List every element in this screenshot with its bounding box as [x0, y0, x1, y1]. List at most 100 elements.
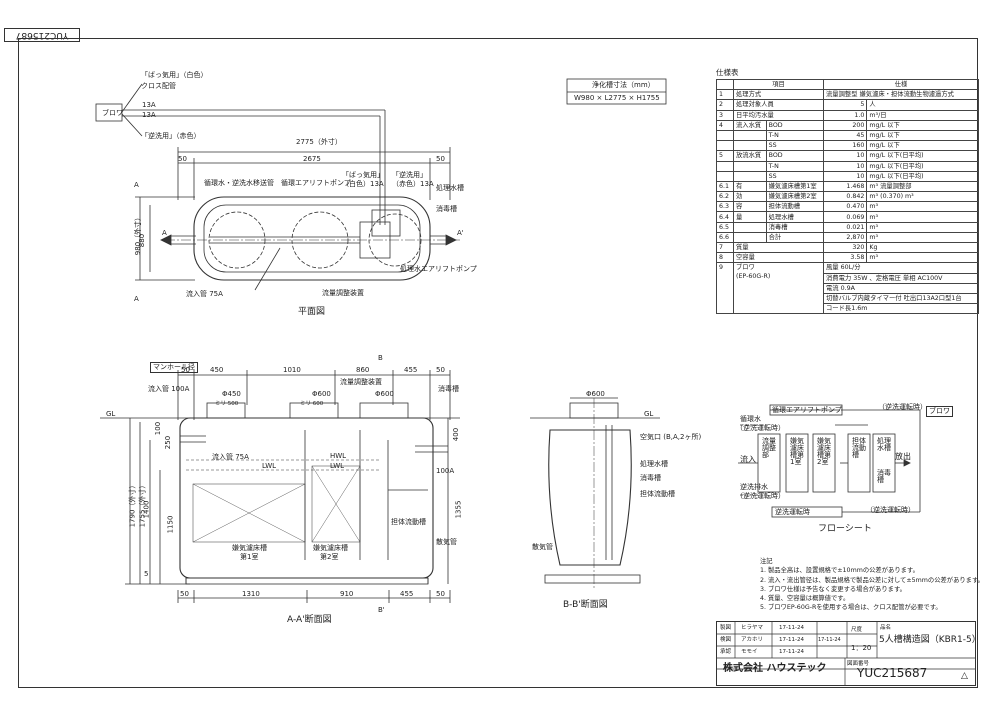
spec-cell: 0.842	[822, 191, 868, 203]
spec-cell: 容	[733, 201, 767, 213]
spec-cell: 合計	[765, 231, 825, 244]
tb-scale: 1：20	[851, 644, 872, 652]
bb-disinfect: 消毒槽	[640, 474, 661, 482]
spec-cell: 処理方式	[733, 89, 824, 101]
flow-box-1: 流量調整部	[762, 437, 776, 459]
aa-lwl-1: LWL	[262, 462, 277, 470]
spec-cell: 320	[822, 241, 868, 254]
plan-title: 平面図	[298, 307, 326, 317]
tb-role-1: 製図	[720, 625, 732, 631]
note-line: 2. 流入・流出管径は、製品規格で製品公差に対して±5mmの公差があります。	[760, 576, 984, 584]
tb-name-2: アカホリ	[741, 637, 764, 643]
spec-cell: m³	[866, 211, 979, 223]
spec-cell: 160	[822, 140, 868, 152]
spec-cell: 45	[822, 129, 868, 142]
spec-cell: 9	[716, 262, 734, 315]
plan-13a-label-2: 13A	[142, 111, 156, 119]
spec-cell: 嫌気濾床槽第2室	[765, 191, 825, 203]
plan-disinfect-tank: 消毒槽	[436, 205, 457, 213]
bb-air-gap: 空気口 (B,A,2ヶ所)	[640, 433, 702, 441]
aa-carrier: 担体流動槽	[391, 518, 426, 526]
spec-cell: 有	[733, 180, 767, 193]
drawing-frame	[18, 38, 978, 688]
section-bb-view	[530, 397, 660, 590]
spec-cell: 10	[822, 150, 868, 162]
plan-circ-pipe-label: 循環水・逆洗水移送管	[204, 179, 274, 187]
aa-lwl-2: LWL	[330, 462, 345, 470]
spec-row-blower: 9 ブロワ(EP-60G-R) 風量 60L/分	[716, 262, 979, 315]
tb-scale-label: 尺度	[851, 627, 863, 633]
spec-row: T-N 10 mg/L 以下(日平均)	[716, 160, 979, 172]
spec-cell: m³	[866, 252, 979, 264]
spec-row: SS 10 mg/L 以下(日平均)	[716, 170, 979, 182]
spec-cell: 0.470	[822, 201, 868, 213]
aa-phi600-c: Φ600	[375, 390, 394, 398]
spec-title: 仕様表	[716, 68, 739, 77]
plan-dim-inner-height: 880	[138, 233, 147, 248]
bb-gl: GL	[644, 410, 654, 418]
spec-cell: 2	[716, 99, 734, 111]
spec-cell: 6.1	[716, 180, 734, 193]
plan-13a-label-1: 13A	[142, 101, 156, 109]
plan-blower-label: ブロワ	[102, 109, 123, 117]
notes-title: 注記	[760, 558, 773, 565]
revision-triangle-icon: △	[961, 671, 968, 681]
flow-box-3: 嫌気濾床槽第2室	[817, 437, 831, 466]
spec-cell: 担体流動槽	[765, 201, 825, 213]
spec-cell: 風量 60L/分	[823, 262, 979, 274]
aa-anaerobic-1: 嫌気濾床槽	[232, 544, 267, 552]
aa-dim-top-5: 455	[404, 366, 418, 374]
spec-cell: 200	[822, 119, 868, 131]
aa-dim-left-3: 1790（外寸）	[128, 481, 137, 528]
aa-outlet: 100A	[436, 467, 455, 475]
tb-name-3: モモイ	[741, 649, 758, 655]
flow-sheet-title: フローシート	[818, 524, 872, 534]
spec-cell: m³/日	[866, 109, 979, 121]
aa-dim-bottom-4: 455	[400, 590, 414, 598]
plan-return-label: 「逆洗用」（赤色）	[141, 132, 201, 140]
plan-cross-pipe-label: クロス配管	[141, 82, 176, 90]
spec-cell: mg/L 以下(日平均)	[866, 170, 979, 182]
flow-blower: ブロワ	[926, 406, 953, 417]
aa-dim-bottom-2: 1310	[242, 590, 260, 598]
flow-return-pipe: （逆洗運転時）	[878, 403, 927, 411]
spec-row: 8 空容量 3.58 m³	[716, 252, 979, 264]
aa-dim-left-6: 1150	[166, 515, 175, 534]
spec-cell: SS	[765, 170, 825, 182]
bb-drain: 散気管	[532, 543, 553, 551]
tb-date-1: 17-11-24	[779, 625, 804, 631]
size-box-heading: 浄化槽寸法（mm）	[592, 81, 655, 89]
spec-cell: mg/L 以下	[866, 140, 979, 152]
spec-row: 2 処理対象人員 5 人	[716, 99, 979, 111]
tb-product: 5人槽構造図（KBR1-5）	[879, 635, 981, 645]
spec-row: 6.1 有 嫌気濾床槽第1室 1.468 m³ 流量調整部	[716, 180, 979, 193]
spec-row: 6.6 合計 2,870 m³	[716, 231, 979, 244]
plan-section-a: A	[162, 229, 167, 237]
spec-cell: 10	[822, 160, 868, 172]
spec-row: 1 処理方式 流量調整型 嫌気濾床・担体流動生物濾過方式	[716, 89, 979, 101]
spec-cell: 2,870	[822, 231, 868, 244]
spec-blower-item: ブロワ	[736, 264, 755, 272]
aa-dim-right-1: 400	[452, 427, 461, 442]
spec-row: 6.3 容 担体流動槽 0.470 m³	[716, 201, 979, 213]
tb-date-2: 17-11-24	[779, 637, 804, 643]
aa-dim-top-1: 50	[181, 366, 190, 374]
aa-dim-top-2: 450	[210, 366, 224, 374]
spec-cell: 10	[822, 170, 868, 182]
plan-inlet-pipe: 流入管 75A	[186, 290, 223, 298]
aa-hwl: HWL	[330, 452, 347, 460]
spec-cell: 1	[716, 89, 734, 101]
spec-header-item: 項目	[733, 78, 824, 91]
spec-cell: 3	[716, 109, 734, 121]
spec-cell: mg/L 以下	[866, 129, 979, 142]
tb-doc-label: 図面番号	[847, 661, 870, 667]
aa-dim-top-4: 860	[356, 366, 370, 374]
aa-dim-bottom-1: 50	[180, 590, 189, 598]
spec-cell: mg/L 以下	[866, 119, 979, 131]
spec-row: 6.2 効 嫌気濾床槽第2室 0.842 m³ (0.370) m³	[716, 191, 979, 203]
spec-cell: 6.2	[716, 191, 734, 203]
note-line: 5. ブロワEP-60G-Rを使用する場合は、クロス配管が必要です。	[760, 604, 942, 612]
spec-cell: 嫌気濾床槽第1室	[765, 180, 825, 193]
